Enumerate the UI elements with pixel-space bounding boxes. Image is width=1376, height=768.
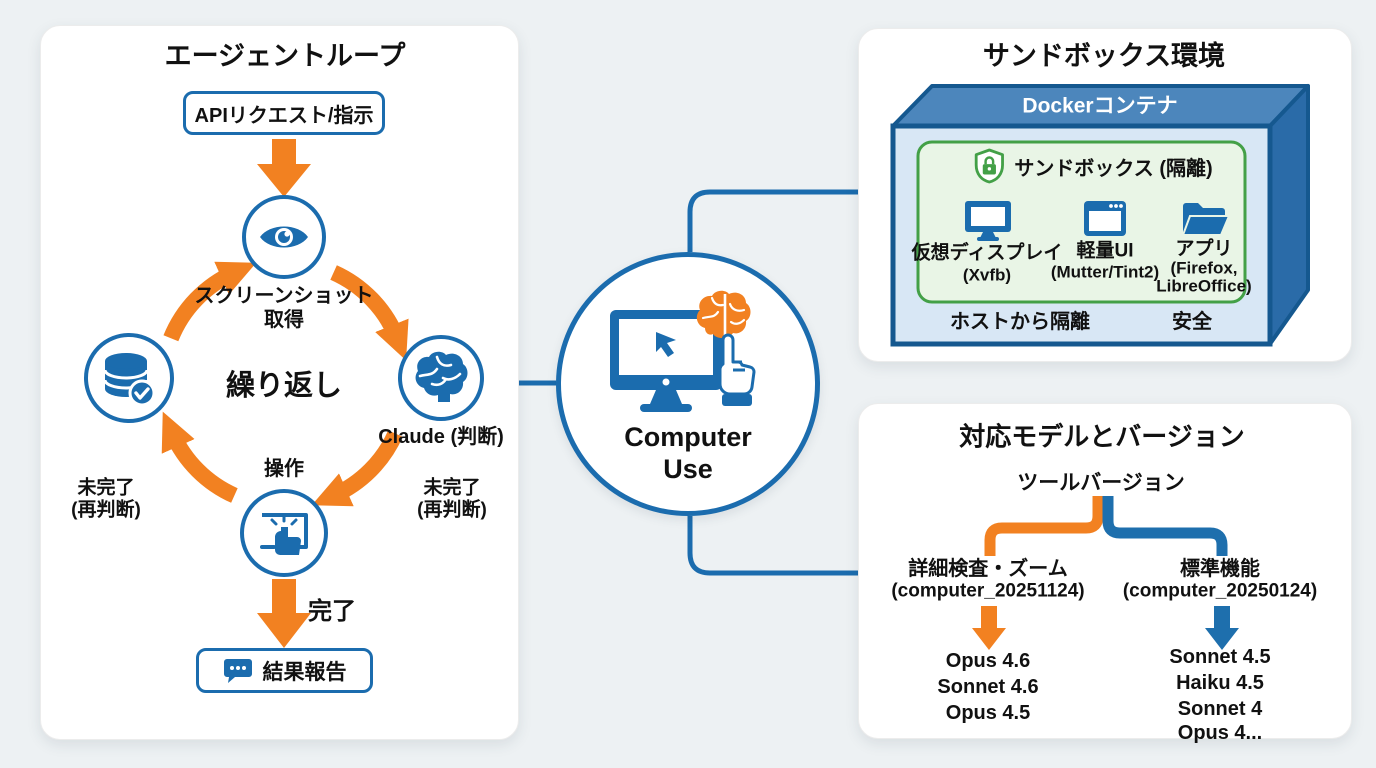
arrow-api-to-eye [257, 139, 311, 197]
model-item: Opus 4.6 [945, 650, 1031, 672]
incomplete-left-line1: 未完了 [77, 477, 135, 499]
sandbox-inner-label: サンドボックス (隔離) [1014, 157, 1213, 180]
brain-icon [415, 351, 468, 402]
model-item: Opus 4.5 [945, 702, 1031, 724]
speech-bubble-icon [223, 658, 252, 683]
result-report-label: 結果報告 [262, 660, 347, 684]
apps-folder-icon [1181, 203, 1231, 236]
host-isolation-label: ホストから隔離 [950, 311, 1090, 333]
standard-branch-version: (computer_20250124) [1122, 580, 1318, 602]
incomplete-left-line2: (再判断) [71, 499, 141, 521]
api-request-box: APIリクエスト/指示 [183, 91, 385, 135]
arrow-tap-to-result [257, 579, 311, 648]
zoom-branch-label: 詳細検査・ズーム [908, 558, 1068, 580]
arc-brain-to-tap [311, 430, 403, 507]
tap-icon [260, 513, 308, 555]
repeat-label: 繰り返し [225, 370, 343, 403]
standard-branch-label: 標準機能 [1180, 558, 1260, 580]
computer-use-icon [610, 290, 756, 412]
arc-eye-to-brain [330, 265, 409, 361]
agent-loop-title: エージェントループ [164, 41, 406, 72]
screenshot-label-line1: スクリーンショット [194, 285, 374, 307]
zoom-branch-version: (computer_20251124) [891, 580, 1085, 602]
eye-icon [260, 226, 308, 248]
api-request-label: APIリクエスト/指示 [194, 104, 374, 127]
result-report-box: 結果報告 [196, 648, 373, 693]
lightweight-ui-sub: (Mutter/Tint2) [1050, 262, 1160, 282]
model-item: Opus 4... [1177, 722, 1263, 744]
operate-label: 操作 [264, 458, 304, 480]
hub-label-line1: Computer [624, 422, 752, 453]
screenshot-node [242, 195, 326, 279]
arrow-to-left-models [972, 606, 1006, 650]
virtual-display-icon [965, 201, 1011, 241]
virtual-display-sub: (Xvfb) [962, 265, 1012, 285]
shield-lock-icon [974, 148, 1004, 184]
screenshot-label-line2: 取得 [264, 309, 304, 331]
docker-label: Dockerコンテナ [1022, 94, 1178, 118]
arrow-to-right-models [1205, 606, 1239, 650]
model-branch-lines [972, 496, 1239, 650]
complete-label: 完了 [308, 597, 356, 625]
lightweight-ui-icon [1084, 201, 1126, 236]
sandbox-inner-header: サンドボックス (隔離) [973, 148, 1213, 184]
models-panel [858, 403, 1352, 739]
incomplete-right-line2: (再判断) [417, 499, 487, 521]
result-store-node [84, 333, 174, 423]
lightweight-ui-label: 軽量UI [1076, 240, 1134, 262]
apps-label: アプリ [1175, 238, 1233, 260]
model-item: Haiku 4.5 [1176, 672, 1264, 694]
agent-loop-arrows [161, 139, 409, 648]
models-title: 対応モデルとバージョン [959, 421, 1245, 452]
model-item: Sonnet 4 [1177, 698, 1263, 720]
claude-label: Claude (判断) [378, 426, 504, 448]
apps-sub-line2: LibreOffice) [1156, 276, 1252, 296]
hub-label-line2: Use [663, 454, 713, 485]
tool-version-label: ツールバージョン [1017, 471, 1185, 495]
arc-tap-to-db [161, 411, 238, 503]
arc-db-to-eye [163, 261, 257, 342]
database-check-icon [103, 353, 156, 407]
safe-label: 安全 [1172, 311, 1212, 333]
operate-node [240, 489, 328, 577]
sandbox-title: サンドボックス環境 [982, 41, 1226, 72]
apps-sub-line1: (Firefox, [1170, 258, 1238, 278]
model-item: Sonnet 4.6 [937, 676, 1039, 698]
virtual-display-label: 仮想ディスプレイ [911, 242, 1063, 264]
claude-node [398, 335, 484, 421]
incomplete-right-line1: 未完了 [423, 477, 481, 499]
model-item: Sonnet 4.5 [1169, 646, 1271, 668]
